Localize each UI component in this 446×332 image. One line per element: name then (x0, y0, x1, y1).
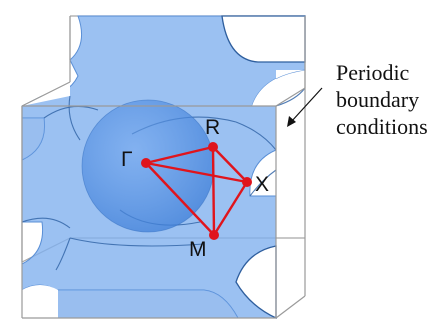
neck-openings (22, 15, 306, 320)
label-m: M (189, 238, 207, 261)
path-m-gamma (145, 162, 215, 236)
label-gamma: Γ (121, 148, 133, 171)
label-r: R (205, 116, 220, 139)
annotation-line-1: Periodic (336, 60, 410, 85)
fermi-surface-front-face (22, 118, 238, 318)
annotation-line-3: conditions (336, 114, 428, 139)
symmetry-points (141, 142, 252, 240)
annotation-arrow (287, 87, 323, 127)
path-r-m (211, 146, 216, 236)
point-r (208, 142, 218, 152)
annotation-line-2: boundary (336, 87, 419, 112)
path-r-x (212, 146, 248, 183)
label-x: X (255, 173, 269, 196)
point-gamma (141, 158, 151, 168)
symmetry-path (145, 145, 249, 236)
point-m (209, 230, 219, 240)
path-gamma-r (145, 145, 214, 165)
path-x-m (212, 181, 249, 236)
path-gamma-x (145, 161, 248, 184)
point-x (242, 177, 252, 187)
cube-front-edges (21, 16, 306, 319)
